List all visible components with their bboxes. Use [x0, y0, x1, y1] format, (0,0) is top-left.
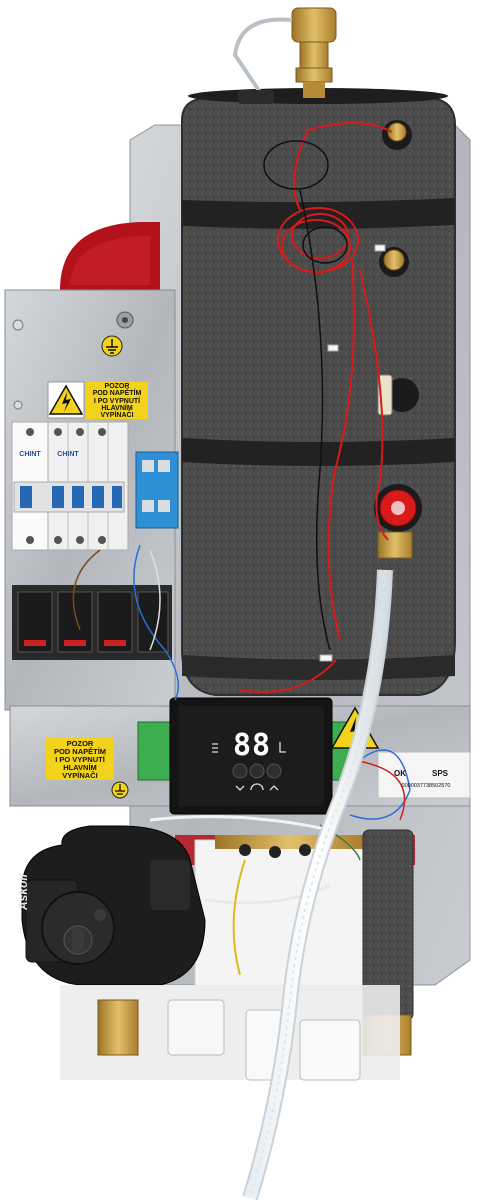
warning-label-bottom-line-2: POD NAPĚTÍM — [53, 746, 107, 756]
warning-label-top-line-3: I PO VYPNUTÍ — [93, 397, 141, 405]
breaker-brand-1: CHINT — [19, 451, 41, 458]
ground-symbol-sticker — [101, 335, 123, 357]
cable-ties — [319, 244, 386, 662]
sticker-serial-text: 0000037738502570 — [401, 783, 451, 789]
warning-label-bottom-line-4: HLAVNÍM VYPÍNAČI — [62, 762, 98, 780]
sticker-sps-text: SPS — [432, 769, 449, 778]
black-wire-coils — [263, 140, 348, 651]
blue-terminal-block — [135, 451, 179, 529]
controller-display-digits: 88 — [233, 728, 272, 763]
pump-brand-label: Askoll — [16, 873, 30, 910]
relay-block — [12, 585, 172, 660]
serial-sticker — [377, 751, 471, 799]
circuit-breaker-block — [11, 421, 129, 551]
exchanger-fittings — [377, 120, 419, 416]
warning-label-bottom-line-3: I PO VYPNUTÍ — [55, 754, 105, 764]
circulation-pump — [21, 825, 206, 986]
warning-label-top-line-4: HLAVNÍM VYPÍNAČI — [100, 405, 134, 419]
expansion-vessel — [60, 222, 160, 290]
sticker-ok-text: OK — [394, 769, 406, 778]
brass-air-vent — [232, 7, 337, 104]
warning-label-top-line-2: POD NAPĚTÍM — [92, 390, 142, 398]
warning-label-top-line-1: POZOR — [104, 383, 130, 390]
breaker-brand-2: CHINT — [57, 451, 79, 458]
bottom-connections — [60, 985, 400, 1081]
warning-label-bottom-line-1: POZOR — [66, 739, 94, 748]
red-wire-coils — [239, 122, 393, 693]
safety-thermostat-knob — [374, 484, 422, 559]
clear-drain-hose — [242, 569, 393, 1200]
ground-symbol-sticker-lower — [111, 781, 129, 799]
warning-label-bottom: POZOR POD NAPĚTÍM I PO VYPNUTÍ HLAVNÍM V… — [46, 738, 114, 780]
control-wiring — [72, 544, 411, 976]
warning-label-top: POZOR POD NAPĚTÍM I PO VYPNUTÍ HLAVNÍM V… — [86, 382, 148, 419]
high-voltage-sticker-top — [47, 381, 85, 419]
